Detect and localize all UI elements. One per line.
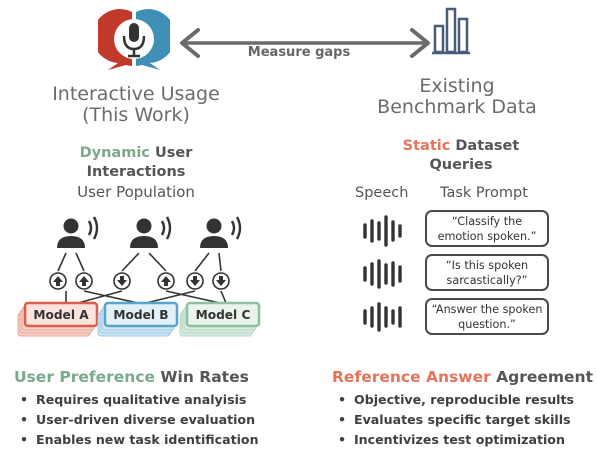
- list-item: Enables new task identification: [14, 430, 294, 450]
- list-item: Requires qualitative analyisis: [14, 390, 294, 410]
- upvote-icon: [49, 272, 67, 290]
- interactions-label: Interactions: [86, 164, 186, 180]
- waveform-icon: [363, 259, 402, 289]
- waveform-icon: [363, 215, 402, 247]
- right-title-line1: Existing: [419, 75, 495, 97]
- waveform-icon: [363, 302, 402, 332]
- left-title: Interactive Usage (This Work): [20, 84, 252, 126]
- vote-icons: [49, 272, 230, 290]
- queries-label: Queries: [429, 157, 493, 173]
- right-heading: Reference Answer Agreement: [332, 368, 597, 386]
- model-c-box: Model C: [179, 301, 261, 337]
- measure-gaps-label: Measure gaps: [247, 45, 351, 60]
- left-title-line1: Interactive Usage: [52, 83, 220, 105]
- waveform-column: [363, 215, 402, 332]
- task-prompt-column-label: Task Prompt: [440, 185, 528, 201]
- right-bullets: Objective, reproducible results Evaluate…: [332, 390, 594, 450]
- model-a-box: Model A: [17, 301, 99, 337]
- dynamic-label: Dynamic: [79, 145, 150, 161]
- person-speaking-icon: [130, 216, 172, 248]
- model-a-label: Model A: [33, 308, 89, 322]
- dataset-label: Dataset: [450, 138, 520, 154]
- downvote-icon: [186, 272, 204, 290]
- prompt-text: “Is this spoken: [445, 258, 529, 272]
- list-item: Incentivizes test optimization: [332, 430, 594, 450]
- left-bullets: Requires qualitative analyisis User-driv…: [14, 390, 294, 450]
- list-item: Objective, reproducible results: [332, 390, 594, 410]
- prompt-text: “Answer the spoken: [431, 302, 543, 316]
- user-model-network: Model A Model B Model C: [17, 216, 261, 337]
- downvote-icon: [212, 272, 230, 290]
- measure-gaps-arrow: [180, 28, 430, 58]
- static-label: Static: [402, 138, 451, 154]
- agreement-label: Agreement: [490, 368, 593, 386]
- model-c-label: Model C: [196, 308, 251, 322]
- person-speaking-icon: [200, 216, 242, 248]
- right-title: Existing Benchmark Data: [346, 76, 568, 118]
- reference-answer-label: Reference Answer: [332, 368, 491, 386]
- prompt-text: sarcastically?”: [446, 273, 528, 287]
- connection-lines: [57, 252, 227, 304]
- left-title-line2: (This Work): [82, 104, 190, 126]
- downvote-icon: [113, 272, 131, 290]
- win-rates-label: Win Rates: [155, 368, 249, 386]
- upvote-icon: [157, 272, 175, 290]
- model-b-label: Model B: [113, 308, 168, 322]
- right-subtitle: Static Dataset Queries: [366, 137, 556, 175]
- list-item: Evaluates specific target skills: [332, 410, 594, 430]
- microphone-chat-icon: [98, 9, 170, 70]
- list-item: User-driven diverse evaluation: [14, 410, 294, 430]
- prompt-text: question.”: [458, 317, 516, 331]
- bar-chart-icon: [432, 7, 470, 55]
- user-label: User: [149, 145, 193, 161]
- left-heading: User Preference Win Rates: [14, 368, 284, 386]
- upvote-icon: [75, 272, 93, 290]
- left-subtitle: Dynamic User Interactions User Populatio…: [40, 144, 232, 202]
- model-b-box: Model B: [97, 301, 179, 337]
- person-speaking-icon: [57, 216, 99, 248]
- prompt-text: “Classify the: [451, 214, 523, 228]
- right-title-line2: Benchmark Data: [377, 96, 537, 118]
- user-preference-label: User Preference: [14, 368, 156, 386]
- prompt-text: emotion spoken.”: [437, 229, 537, 243]
- user-population-label: User Population: [77, 183, 195, 201]
- speech-column-label: Speech: [355, 185, 409, 201]
